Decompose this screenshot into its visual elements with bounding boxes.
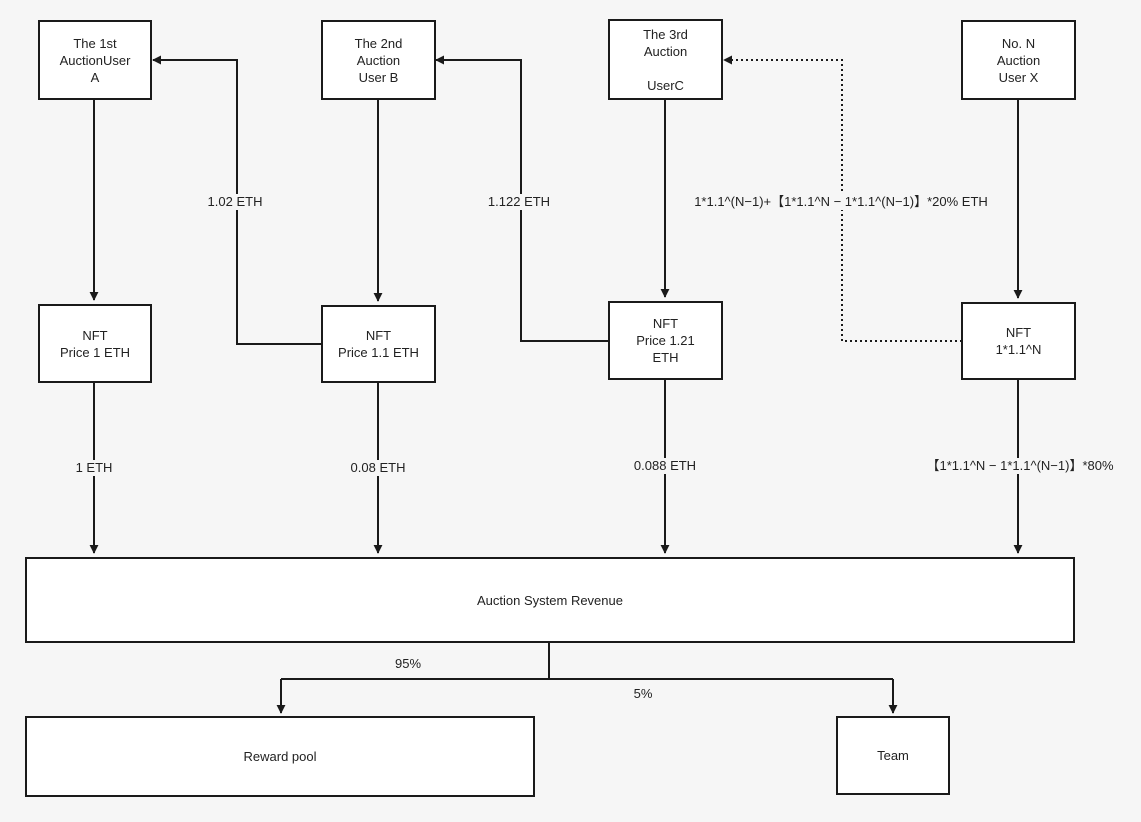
node-nft-b: NFT Price 1.1 ETH [321,305,436,383]
node-team: Team [836,716,950,795]
label-refund-user-a: 1.02 ETH [206,194,264,210]
node-user-b: The 2nd Auction User B [321,20,436,100]
node-nft-c: NFT Price 1.21 ETH [608,301,723,380]
label-pay-a: 1 ETH [74,460,114,476]
node-nft-a: NFT Price 1 ETH [38,304,152,383]
node-reward-pool: Reward pool [25,716,535,797]
node-user-a: The 1st AuctionUser A [38,20,152,100]
label-pay-x-formula: 【1*1.1^N − 1*1.1^(N−1)】*80% [925,458,1115,474]
node-nft-x: NFT 1*1.1^N [961,302,1076,380]
label-split-team: 5% [633,686,653,701]
node-auction-system-revenue: Auction System Revenue [25,557,1075,643]
label-split-reward-pool: 95% [394,656,422,671]
label-pay-c: 0.088 ETH [632,458,698,474]
label-refund-user-b: 1.122 ETH [486,194,552,210]
node-user-c: The 3rd Auction UserC [608,19,723,100]
label-refund-formula: 1*1.1^(N−1)+【1*1.1^N − 1*1.1^(N−1)】*20% … [693,194,989,210]
node-user-x: No. N Auction User X [961,20,1076,100]
label-pay-b: 0.08 ETH [349,460,407,476]
